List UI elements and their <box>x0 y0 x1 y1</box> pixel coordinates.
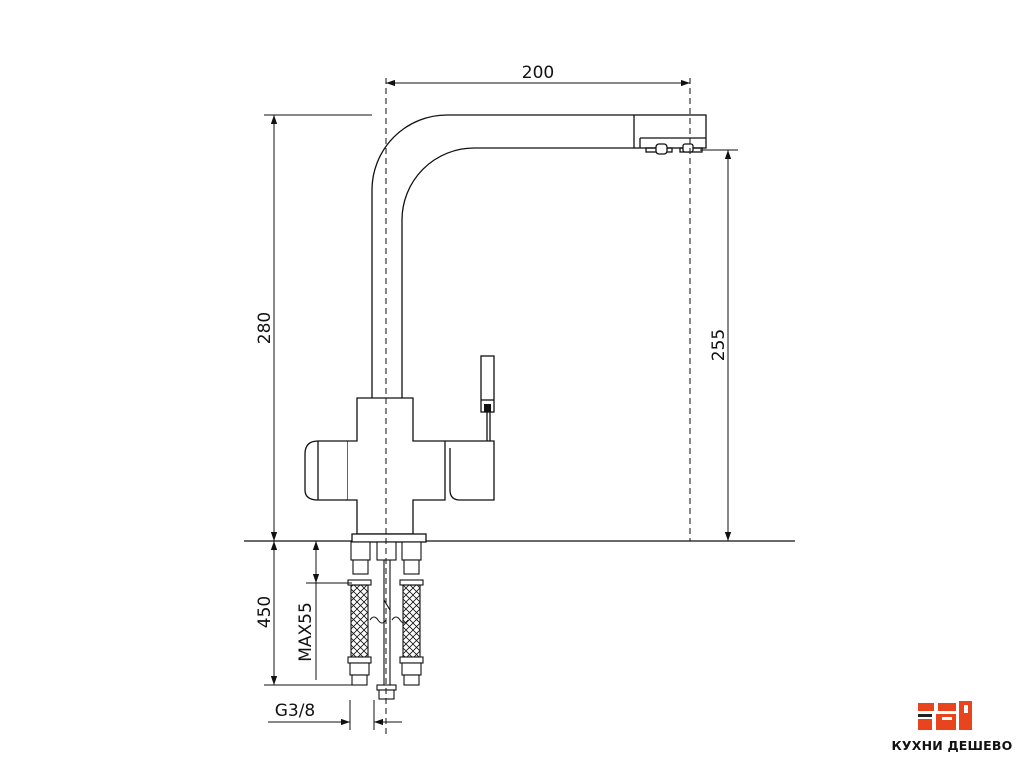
centre-lines <box>385 78 691 735</box>
faucet-body <box>304 114 707 543</box>
dim-label-280: 280 <box>255 312 275 344</box>
dim-label-450: 450 <box>255 596 275 628</box>
brand-logo: КУХНИ ДЕШЕВО <box>892 695 1012 753</box>
brand-name: КУХНИ ДЕШЕВО <box>891 738 1013 753</box>
dim-label-255: 255 <box>709 329 729 361</box>
dimension-lines <box>264 79 738 730</box>
kitchen-cabinet-logo-icon <box>918 701 972 730</box>
dim-label-thread: G3/8 <box>275 701 316 721</box>
dim-label-max55: MAX55 <box>296 602 316 662</box>
dim-label-200: 200 <box>522 63 554 83</box>
supply-hoses <box>347 541 424 700</box>
